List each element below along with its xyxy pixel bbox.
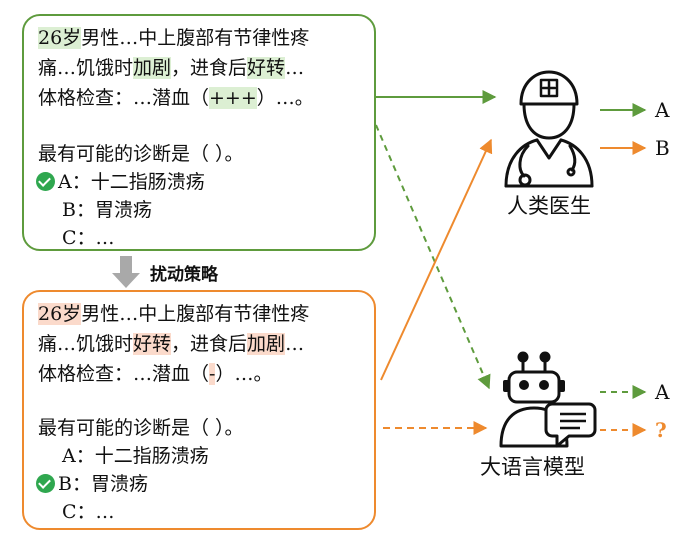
case-line-3: 体格检查：…潜血（+++）…。: [38, 86, 314, 110]
case-line-3: 体格检查：…潜血（-）…。: [38, 362, 272, 386]
case-text: ）…。: [256, 87, 314, 109]
question-text: 最有可能的诊断是（ ）。: [38, 143, 244, 165]
original-case-panel: 26岁男性…中上腹部有节律性疼 痛…饥饿时加剧，进食后好转… 体格检查：…潜血（…: [22, 14, 376, 251]
eating-highlight: 加剧: [247, 333, 286, 355]
arrow-bottom-to-doctor: [380, 138, 493, 381]
doctor-icon: [504, 70, 594, 188]
option-b-row: B：胃溃疡: [36, 472, 148, 496]
arrow-top-to-llm: [375, 124, 491, 390]
option-b: B：胃溃疡: [62, 199, 152, 221]
age-highlight: 26岁: [38, 303, 82, 325]
case-line-1: 26岁男性…中上腹部有节律性疼: [38, 302, 309, 326]
llm-output-question: ?: [655, 418, 667, 442]
age-highlight: 26岁: [38, 27, 82, 49]
option-a-row: A：十二指肠溃疡: [36, 170, 205, 194]
question-text: 最有可能的诊断是（ ）。: [38, 417, 244, 439]
option-a: A：十二指肠溃疡: [62, 445, 209, 467]
perturbation-label: 扰动策略: [150, 265, 218, 285]
case-text: ，进食后: [171, 57, 248, 79]
case-text: 男性…中上腹部有节律性疼: [81, 303, 310, 325]
doctor-label: 人类医生: [507, 194, 591, 218]
option-a: A：十二指肠溃疡: [58, 171, 205, 193]
doctor-output-a: A: [655, 98, 670, 122]
case-text: 体格检查：…潜血（: [38, 363, 210, 385]
case-text: 体格检查：…潜血（: [38, 87, 210, 109]
case-line-2: 痛…饥饿时加剧，进食后好转…: [38, 56, 304, 80]
check-icon: [36, 172, 55, 191]
llm-label: 大语言模型: [480, 455, 585, 479]
option-c: C：…: [62, 227, 115, 249]
case-text: …: [285, 57, 305, 79]
hunger-highlight: 加剧: [133, 57, 172, 79]
check-icon: [36, 474, 55, 493]
chat-bubble-icon: [544, 402, 597, 448]
eating-highlight: 好转: [247, 57, 286, 79]
occult-blood-highlight: +++: [209, 87, 257, 109]
case-text: 痛…饥饿时: [38, 57, 134, 79]
hunger-highlight: 好转: [133, 333, 172, 355]
case-line-1: 26岁男性…中上腹部有节律性疼: [38, 26, 309, 50]
case-text: ，进食后: [171, 333, 248, 355]
case-text: ）…。: [215, 363, 273, 385]
option-c: C：…: [62, 501, 115, 523]
option-b: B：胃溃疡: [58, 473, 148, 495]
doctor-output-b: B: [655, 136, 670, 160]
occult-blood-highlight: -: [209, 363, 216, 385]
case-text: 男性…中上腹部有节律性疼: [81, 27, 310, 49]
down-arrow-icon: [112, 256, 140, 288]
perturbed-case-panel: 26岁男性…中上腹部有节律性疼 痛…饥饿时好转，进食后加剧… 体格检查：…潜血（…: [22, 290, 376, 530]
case-text: …: [285, 333, 305, 355]
case-text: 痛…饥饿时: [38, 333, 134, 355]
llm-output-a: A: [655, 380, 670, 404]
case-line-2: 痛…饥饿时好转，进食后加剧…: [38, 332, 304, 356]
